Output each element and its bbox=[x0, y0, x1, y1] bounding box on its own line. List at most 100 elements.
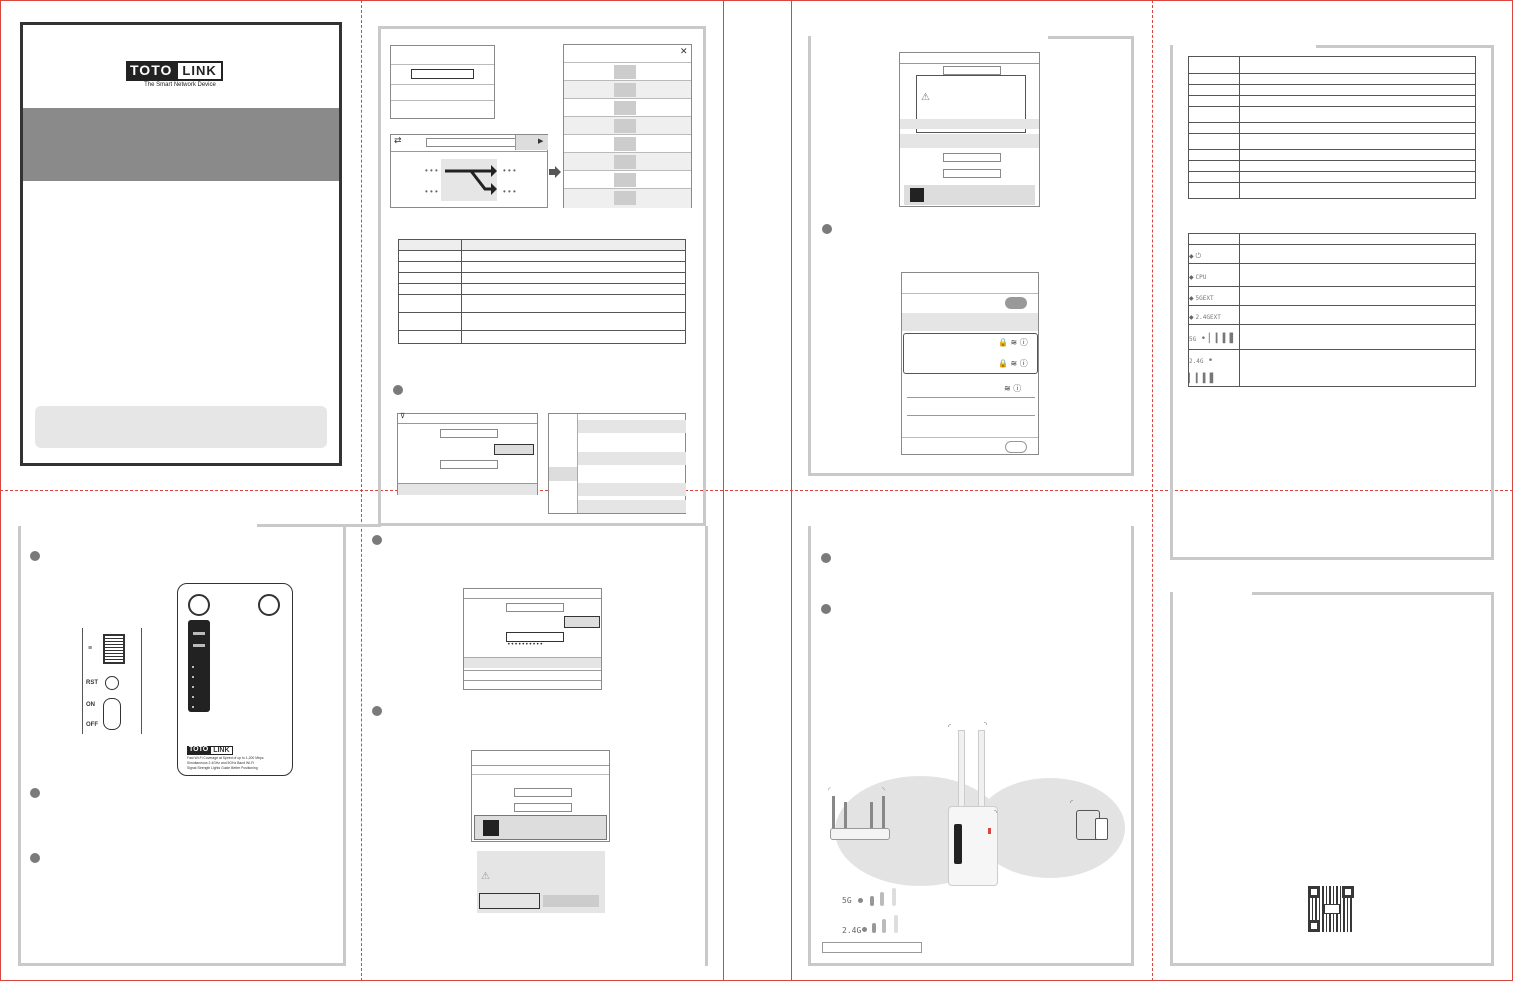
cover-title-band bbox=[23, 108, 339, 181]
mode-list-mock: ✕ bbox=[563, 44, 692, 208]
apply-button[interactable] bbox=[474, 815, 607, 840]
wifi-signal-icon: ◜ bbox=[1070, 798, 1074, 807]
mode-list-item[interactable] bbox=[564, 152, 691, 171]
led-label-5gext: 5GEXT bbox=[1195, 295, 1214, 302]
led-label-cpu: CPU bbox=[1195, 274, 1207, 281]
signal-bars-icon: • ▏▎▍▌ bbox=[1200, 334, 1237, 344]
password-field[interactable] bbox=[440, 460, 498, 469]
power-switch[interactable] bbox=[103, 698, 121, 730]
divider bbox=[464, 680, 601, 681]
divider bbox=[907, 415, 1035, 416]
mode-illustration bbox=[441, 159, 497, 201]
panel-steps-2 bbox=[808, 36, 1134, 476]
on-label: ON bbox=[86, 702, 95, 708]
wifi-toggle[interactable] bbox=[1005, 297, 1027, 309]
divider bbox=[902, 437, 1038, 438]
mode-header: ⇄ ▶ bbox=[391, 135, 548, 152]
off-label: OFF bbox=[86, 722, 98, 728]
led-label-power: ⏻ bbox=[1195, 253, 1202, 260]
step-bullet bbox=[393, 385, 403, 395]
apply-button[interactable] bbox=[904, 185, 1035, 205]
mode-list-item[interactable] bbox=[564, 116, 691, 135]
page-edge bbox=[791, 0, 792, 981]
network-list-item[interactable] bbox=[578, 500, 686, 513]
panel-top-line bbox=[1316, 45, 1494, 48]
wifi-info-icon[interactable]: ≋ ⓘ bbox=[1004, 384, 1022, 393]
dots: • • • bbox=[425, 166, 438, 175]
password-field[interactable] bbox=[943, 169, 1001, 178]
dots: • • • bbox=[425, 187, 438, 196]
mode-list-item[interactable] bbox=[564, 98, 691, 117]
network-list-mock bbox=[548, 413, 686, 514]
panel-device bbox=[18, 526, 346, 966]
spec-table bbox=[1188, 56, 1476, 199]
lock-wifi-info-icon[interactable]: 🔒 ≋ ⓘ bbox=[998, 338, 1028, 347]
step-bullet bbox=[372, 706, 382, 716]
network-list-item[interactable] bbox=[578, 420, 686, 433]
lock-wifi-info-icon[interactable]: 🔒 ≋ ⓘ bbox=[998, 359, 1028, 368]
password-field[interactable] bbox=[514, 803, 572, 812]
wifi-signal-icon: ◝ bbox=[994, 808, 998, 817]
ssid-field[interactable] bbox=[506, 603, 564, 612]
network-sidebar-selected bbox=[549, 467, 577, 481]
brand-logo: TOTO LINK bbox=[126, 61, 223, 81]
panel-top-line bbox=[257, 524, 381, 527]
port-label: ≡ bbox=[88, 645, 93, 652]
ssid-field[interactable] bbox=[440, 429, 498, 438]
warning-dialog-mock: ⚠ bbox=[899, 52, 1040, 207]
divider bbox=[391, 100, 494, 101]
mode-list-item[interactable] bbox=[564, 62, 691, 81]
mode-dropdown[interactable] bbox=[426, 138, 516, 147]
ssid-field[interactable] bbox=[943, 153, 1001, 162]
next-button[interactable] bbox=[398, 483, 537, 495]
wifi-signal-icon: ◝ bbox=[984, 720, 988, 729]
next-button[interactable] bbox=[464, 657, 601, 668]
next-button[interactable] bbox=[900, 119, 1039, 129]
device-feature: Fast Wi-Fi Coverage at Speed of up to 1,… bbox=[187, 756, 264, 760]
led-label-24gext: 2.4GEXT bbox=[1195, 314, 1221, 321]
device-logo: TOTO LINK bbox=[187, 746, 233, 755]
password-field[interactable] bbox=[411, 69, 474, 79]
panel-placement bbox=[808, 526, 1134, 966]
close-icon[interactable]: ✕ bbox=[680, 47, 688, 57]
device-feature: Signal Strength Lights Guide Better Posi… bbox=[187, 766, 258, 770]
security-select[interactable] bbox=[564, 616, 600, 628]
panel-top-line bbox=[378, 26, 706, 29]
qr-code bbox=[1308, 886, 1354, 932]
signal-legend-24g-label: 2.4G bbox=[842, 926, 862, 935]
mode-list-item[interactable] bbox=[564, 188, 691, 208]
footnote-box bbox=[822, 942, 922, 953]
ethernet-port bbox=[103, 634, 125, 664]
wifi-settings-mock: •••••••••• bbox=[463, 588, 602, 690]
step-bullet bbox=[821, 553, 831, 563]
network-list-item[interactable] bbox=[578, 452, 686, 465]
device-side-view: ≡ RST ON OFF bbox=[82, 628, 142, 734]
confirm-button[interactable] bbox=[479, 893, 540, 909]
cover-panel: TOTO LINK The Smart Network Device bbox=[20, 22, 342, 466]
reset-button[interactable] bbox=[105, 676, 119, 690]
ssid-field[interactable] bbox=[514, 788, 572, 797]
ssid-field[interactable] bbox=[943, 66, 1001, 75]
step-bullet bbox=[30, 551, 40, 561]
step-bullet bbox=[822, 224, 832, 234]
settings-header: ⊽ bbox=[398, 412, 537, 424]
led-table: ◆ ⏻ ◆ CPU ◆ 5GEXT ◆ 2.4GEXT 5G • ▏▎▍▌ 2.… bbox=[1188, 233, 1476, 387]
signal-legend-5g-label: 5G bbox=[842, 896, 852, 905]
mode-list-item[interactable] bbox=[564, 134, 691, 153]
password-field[interactable]: •••••••••• bbox=[506, 632, 564, 648]
ask-join-toggle[interactable] bbox=[1005, 441, 1027, 453]
phone-wifi-list-mock: 🔒 ≋ ⓘ 🔒 ≋ ⓘ ≋ ⓘ bbox=[901, 272, 1039, 455]
phone-icon bbox=[1095, 818, 1108, 840]
cancel-button[interactable] bbox=[543, 895, 599, 907]
network-list-item[interactable] bbox=[578, 483, 686, 496]
login-screen-mock bbox=[390, 45, 495, 119]
network-sidebar bbox=[549, 414, 578, 513]
panel-right-border bbox=[705, 526, 708, 966]
mode-list-item[interactable] bbox=[564, 80, 691, 99]
panel-top-line bbox=[1048, 36, 1134, 39]
divider bbox=[472, 774, 609, 775]
dots: • • • bbox=[503, 187, 516, 196]
mode-next-button[interactable] bbox=[515, 135, 548, 150]
security-select[interactable] bbox=[494, 444, 534, 455]
mode-list-item[interactable] bbox=[564, 170, 691, 189]
